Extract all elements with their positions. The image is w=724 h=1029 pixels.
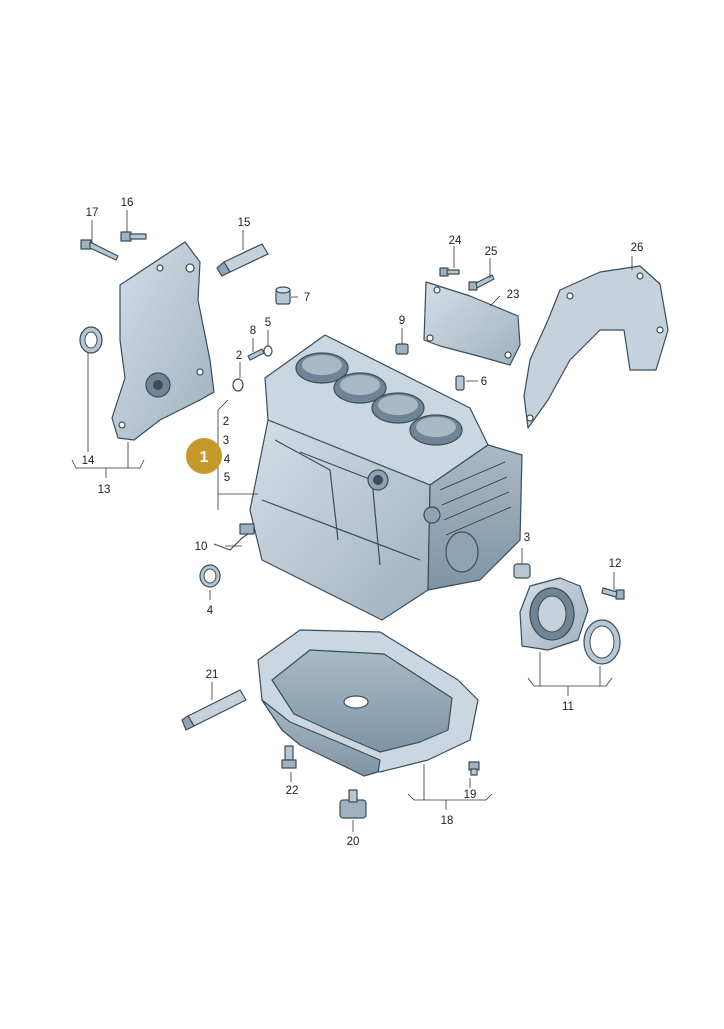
callout-4b: 4 [207, 605, 214, 617]
plug-7 [275, 286, 291, 305]
sealant-tube-21 [181, 689, 247, 731]
leader-lines [71, 210, 633, 832]
bracket-23 [423, 281, 521, 366]
callout-24: 24 [449, 235, 462, 247]
callout-3a: 3 [223, 435, 229, 447]
callout-15: 15 [238, 217, 251, 229]
bolt-22 [281, 745, 297, 769]
seal-ring-14 [79, 326, 103, 354]
sleeve-6 [455, 375, 465, 391]
callout-25: 25 [485, 246, 498, 258]
plug-9 [395, 343, 409, 355]
bolt-12 [601, 587, 625, 600]
callout-9: 9 [399, 315, 405, 327]
highlighted-callout-label: 1 [200, 449, 209, 466]
highlighted-callout-1[interactable]: 1 [186, 438, 222, 474]
callout-5a: 5 [265, 317, 271, 329]
cylinder-block [249, 334, 523, 621]
ring-2 [232, 378, 244, 392]
callout-23: 23 [507, 289, 520, 301]
sensor-10 [213, 523, 255, 551]
callout-20: 20 [347, 836, 360, 848]
callout-5b: 5 [224, 472, 230, 484]
ring-4 [199, 564, 221, 588]
callout-26: 26 [631, 242, 644, 254]
callout-8: 8 [250, 325, 256, 337]
callout-2b: 2 [223, 416, 229, 428]
bolt-17 [80, 239, 119, 261]
callout-13: 13 [98, 484, 111, 496]
callout-19: 19 [464, 789, 477, 801]
bolt-25 [468, 274, 495, 291]
timing-cover [111, 241, 215, 441]
callout-16: 16 [121, 197, 134, 209]
callout-7: 7 [304, 292, 310, 304]
gasket-plate-26 [523, 265, 669, 429]
callout-14: 14 [82, 455, 95, 467]
bolt-16 [120, 231, 147, 242]
callout-labels: 17 16 15 7 8 5 2 2 3 4 5 10 4 14 13 9 6 … [82, 197, 644, 848]
rear-seal-flange [519, 577, 589, 651]
oil-sensor-20 [339, 789, 367, 819]
callout-21: 21 [206, 669, 219, 681]
callout-11: 11 [562, 701, 574, 713]
bushing-3 [513, 563, 531, 579]
callout-3b: 3 [524, 532, 530, 544]
callout-18: 18 [441, 815, 454, 827]
callout-4a: 4 [224, 454, 231, 466]
callout-10: 10 [195, 541, 208, 553]
callout-2a: 2 [236, 350, 242, 362]
seal-ring-11 [583, 619, 621, 665]
ring-5 [263, 345, 273, 357]
bolt-19 [468, 761, 480, 776]
bolt-24 [439, 267, 460, 277]
callout-12: 12 [609, 558, 622, 570]
callout-22: 22 [286, 785, 299, 797]
callout-17: 17 [86, 207, 99, 219]
sealant-tube-15 [216, 243, 269, 277]
pin-8 [247, 348, 265, 361]
callout-6: 6 [481, 376, 487, 388]
oil-pan [257, 629, 479, 777]
